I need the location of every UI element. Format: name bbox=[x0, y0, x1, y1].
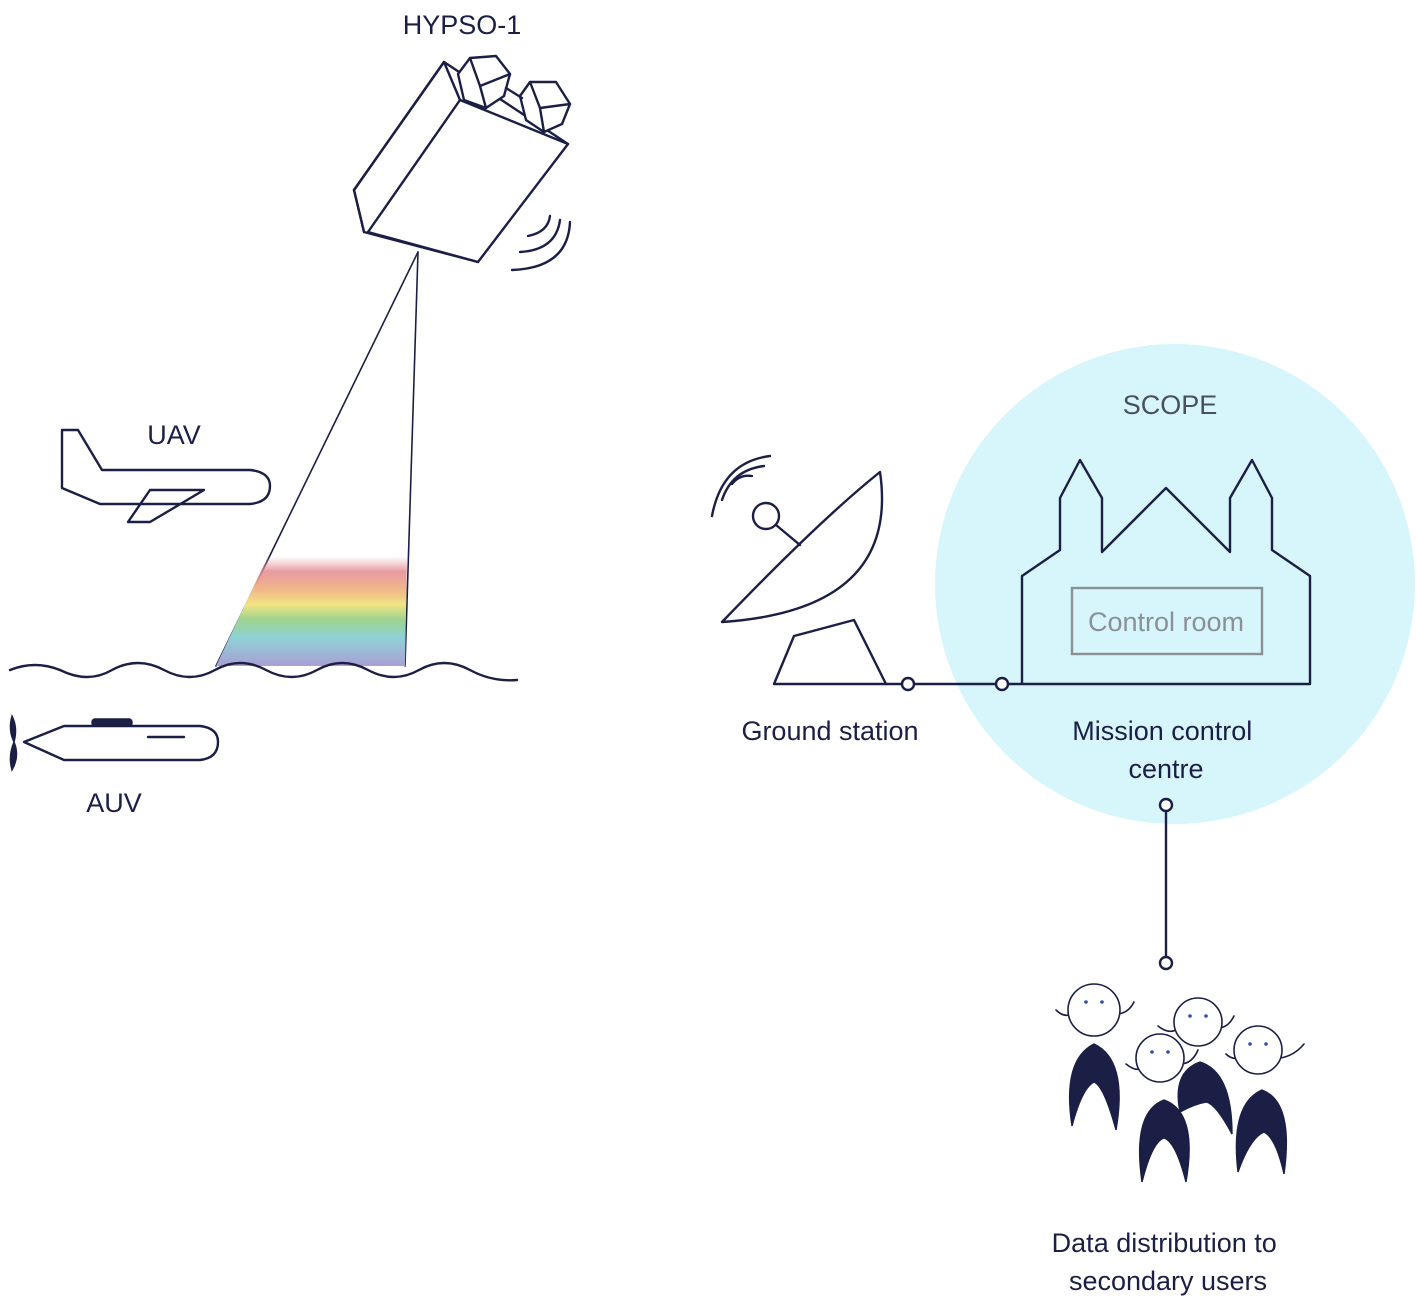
connector-node bbox=[902, 678, 914, 690]
scope-label: SCOPE bbox=[1123, 390, 1218, 420]
connector-node bbox=[1160, 799, 1172, 811]
connector-node bbox=[1160, 957, 1172, 969]
uav-label: UAV bbox=[147, 420, 201, 450]
control-room-label: Control room bbox=[1088, 607, 1244, 637]
auv-label: AUV bbox=[86, 788, 142, 818]
distribution-label: Data distribution to secondary users bbox=[1052, 1228, 1285, 1296]
users-group-icon bbox=[1056, 984, 1304, 1182]
connector-node bbox=[996, 678, 1008, 690]
ground-station-label: Ground station bbox=[741, 716, 918, 746]
satellite-icon bbox=[216, 56, 570, 666]
ground-station-icon bbox=[712, 456, 902, 684]
satellite-label: HYPSO-1 bbox=[403, 10, 522, 40]
spectral-swath bbox=[216, 556, 407, 666]
auv-icon bbox=[10, 716, 218, 770]
